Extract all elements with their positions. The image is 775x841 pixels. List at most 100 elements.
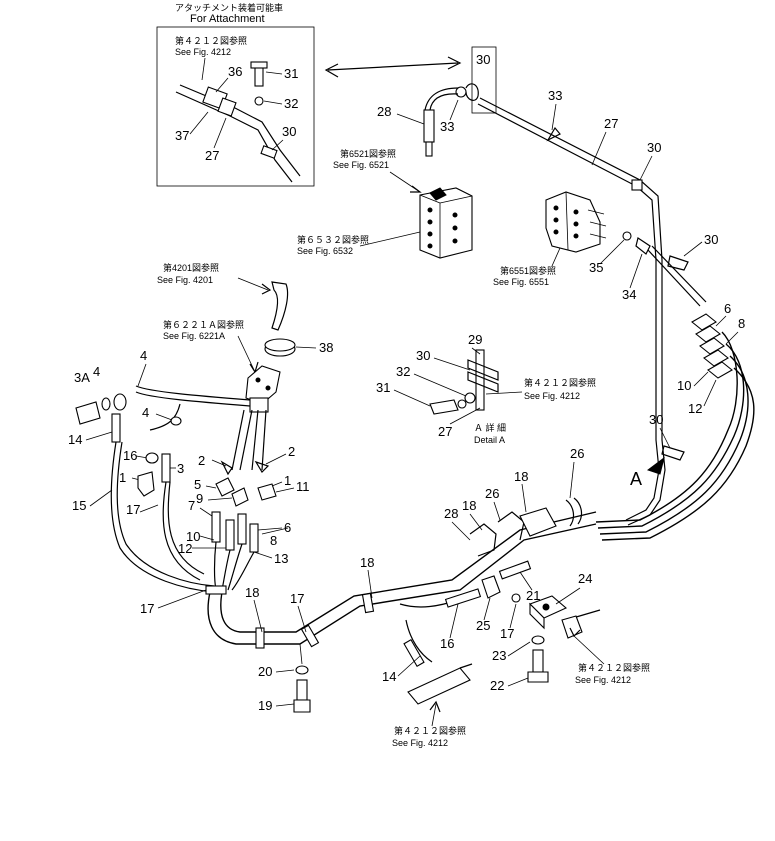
callout: 6 — [724, 301, 731, 316]
callout: 33 — [548, 88, 562, 103]
callout: 3A — [74, 370, 90, 385]
ref-jp: 第４２１２図参照 — [175, 35, 247, 46]
callout: 30 — [476, 52, 490, 67]
callout: 5 — [194, 477, 201, 492]
pilot-valve — [245, 365, 281, 413]
callout: 15 — [72, 498, 86, 513]
main-hose — [205, 497, 597, 649]
detail-marker-box — [471, 46, 497, 114]
callout: 7 — [188, 498, 195, 513]
callout: 16 — [440, 636, 454, 651]
ref-en: See Fig. 4212 — [392, 738, 448, 748]
callout: 14 — [382, 669, 396, 684]
ref-en: See Fig. 4201 — [157, 275, 213, 285]
callout: 28 — [444, 506, 458, 521]
callout: 26 — [570, 446, 584, 461]
callout: 1 — [119, 470, 126, 485]
callout: 19 — [258, 698, 272, 713]
view-arrow-icon — [646, 456, 665, 475]
callout: 18 — [245, 585, 259, 600]
callout: 24 — [578, 571, 592, 586]
callout: 27 — [205, 148, 219, 163]
ref-jp: 第6551図参照 — [500, 265, 556, 276]
attachment-inset: アタッチメント装着可能車 For Attachment 第４２１２図参照 See… — [156, 2, 315, 187]
callout: 14 — [68, 432, 82, 447]
callout: 31 — [284, 66, 298, 81]
callout: 17 — [126, 502, 140, 517]
ref-jp: 第6521図参照 — [340, 148, 396, 159]
callout: 12 — [688, 401, 702, 416]
callout: 17 — [140, 601, 154, 616]
callout: 22 — [490, 678, 504, 693]
callout: 4 — [140, 348, 147, 363]
callout: 30 — [647, 140, 661, 155]
detail-label-en: Detail A — [474, 435, 505, 445]
callout: 26 — [485, 486, 499, 501]
callout: 18 — [360, 555, 374, 570]
control-valve-block — [419, 187, 473, 259]
attachment-title-en: For Attachment — [190, 13, 265, 25]
detail-label-jp: Ａ 詳 細 — [474, 422, 506, 433]
callout: 20 — [258, 664, 272, 679]
callout: 3 — [177, 461, 184, 476]
detail-a — [429, 349, 499, 415]
callout: 16 — [123, 448, 137, 463]
callout: 30 — [416, 348, 430, 363]
callout: 9 — [196, 491, 203, 506]
callout: 37 — [175, 128, 189, 143]
callout: 18 — [462, 498, 476, 513]
callout: 8 — [270, 533, 277, 548]
callout: 23 — [492, 648, 506, 663]
callout: 13 — [274, 551, 288, 566]
callout: 27 — [438, 424, 452, 439]
callout: 10 — [186, 529, 200, 544]
callout: 30 — [649, 412, 663, 427]
callout: 4 — [93, 364, 100, 379]
callout: 11 — [296, 479, 310, 494]
attachment-title-jp: アタッチメント装着可能車 — [175, 2, 283, 13]
ref-jp: 第4201図参照 — [163, 262, 219, 273]
ref-en: See Fig. 4212 — [175, 47, 231, 57]
callout: 27 — [604, 116, 618, 131]
callout: 10 — [677, 378, 691, 393]
callout: 4 — [142, 405, 149, 420]
callout: 17 — [500, 626, 514, 641]
callout: 21 — [526, 588, 540, 603]
callout: 36 — [228, 64, 242, 79]
attachment-frame — [156, 26, 315, 187]
callout: 1 — [284, 473, 291, 488]
ref-jp: 第６５３２図参照 — [297, 234, 369, 245]
callout: 33 — [440, 119, 454, 134]
ref-en: See Fig. 4212 — [575, 675, 631, 685]
ref-en: See Fig. 6551 — [493, 277, 549, 287]
callout: 17 — [290, 591, 304, 606]
callout: 34 — [622, 287, 636, 302]
callout: 25 — [476, 618, 490, 633]
callout: 29 — [468, 332, 482, 347]
right-hose-bundle — [595, 313, 755, 541]
ref-jp: 第４２１２図参照 — [394, 725, 466, 736]
callout: 32 — [284, 96, 298, 111]
callout: 28 — [377, 104, 391, 119]
ref-en: See Fig. 6221A — [163, 331, 225, 341]
callout: 2 — [288, 444, 295, 459]
callout: 38 — [319, 340, 333, 355]
ref-jp: 第６２２１Ａ図参照 — [163, 319, 244, 330]
callout: 6 — [284, 520, 291, 535]
callout: 2 — [198, 453, 205, 468]
ref-en: See Fig. 6532 — [297, 246, 353, 256]
callout: 30 — [282, 124, 296, 139]
valve-6551 — [545, 191, 607, 253]
callout: 32 — [396, 364, 410, 379]
callout: 12 — [178, 541, 192, 556]
ref-jp: 第４２１２図参照 — [524, 377, 596, 388]
ref-en: See Fig. 4212 — [524, 391, 580, 401]
ref-en: See Fig. 6521 — [333, 160, 389, 170]
callout: 8 — [738, 316, 745, 331]
callout: 30 — [704, 232, 718, 247]
view-letter: A — [630, 469, 642, 489]
callout: 31 — [376, 380, 390, 395]
ref-jp: 第４２１２図参照 — [578, 662, 650, 673]
double-arrow-icon — [324, 56, 462, 78]
